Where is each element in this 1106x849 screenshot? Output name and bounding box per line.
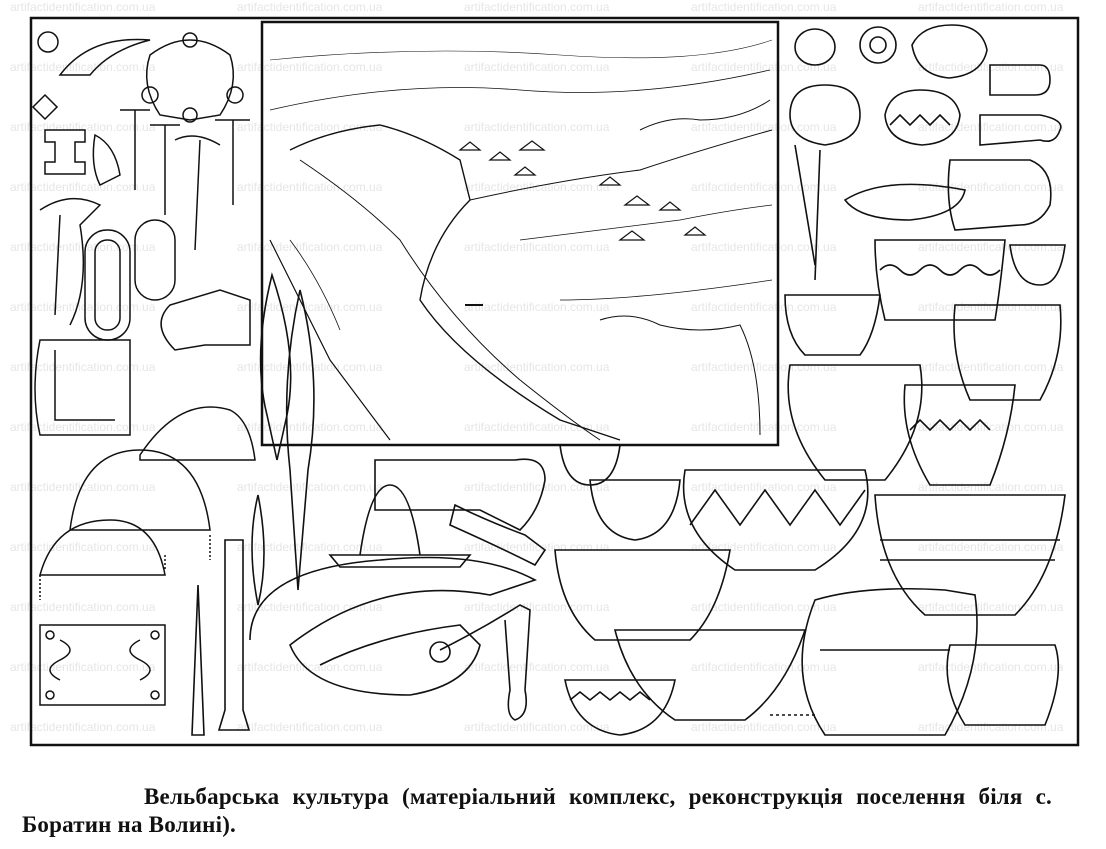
- illustration-plate: [29, 16, 1080, 747]
- plate-frame: [29, 16, 1080, 747]
- settlement-reconstruction-drawing: [260, 20, 780, 447]
- weapons-and-tools-drawings: [191, 272, 547, 736]
- figure-caption: Вельбарська культура (матеріальний компл…: [22, 783, 1052, 839]
- pottery-drawings: [554, 24, 1066, 736]
- brooches-and-buckles-drawings: [31, 31, 256, 706]
